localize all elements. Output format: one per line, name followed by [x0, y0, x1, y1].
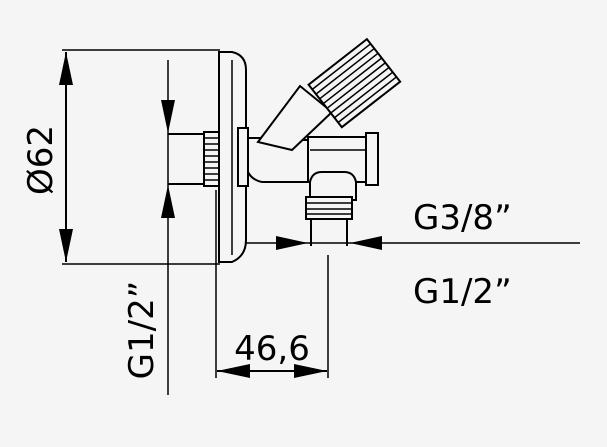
diameter-dimension: Ø62: [21, 49, 220, 265]
outlet-thread-dimension: G3/8” G1/2”: [245, 198, 580, 312]
wall-flange: [218, 51, 249, 263]
bottom-outlet: [305, 171, 357, 246]
depth-label: 46,6: [234, 329, 310, 369]
outlet-thread-bottom-label: G1/2”: [413, 272, 512, 312]
diameter-label: Ø62: [21, 125, 61, 195]
depth-dimension: 46,6: [215, 190, 329, 378]
inlet-thread-dimension: G1/2”: [122, 60, 175, 395]
outlet-thread-top-label: G3/8”: [413, 198, 512, 238]
valve-handle: [256, 37, 402, 152]
inlet-thread-label: G1/2”: [122, 281, 162, 380]
inlet-pipe: [168, 131, 220, 187]
